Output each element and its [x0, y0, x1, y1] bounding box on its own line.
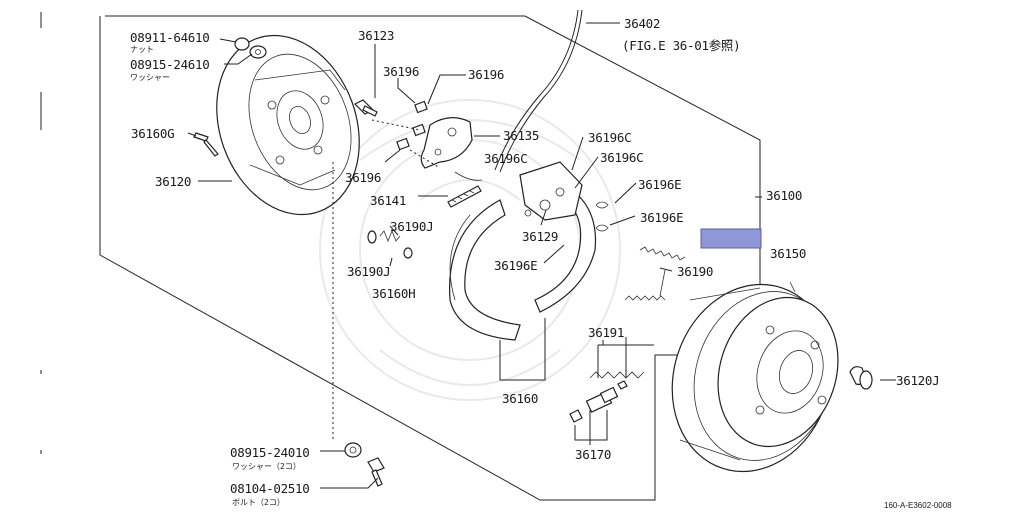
label-08915-24610[interactable]: 08915-24610: [130, 57, 210, 72]
label-36196-mid[interactable]: 36196: [345, 170, 381, 185]
guide-lines: [332, 119, 441, 440]
label-36120[interactable]: 36120: [155, 174, 191, 189]
label-08911-64610[interactable]: 08911-64610: [130, 30, 210, 45]
label-08915-24010[interactable]: 08915-24010: [230, 445, 310, 460]
label-36170[interactable]: 36170: [575, 447, 611, 462]
label-36191[interactable]: 36191: [588, 325, 624, 340]
label-36160[interactable]: 36160: [502, 391, 538, 406]
leader-lines: [187, 22, 896, 489]
nut-and-washer: [234, 37, 267, 59]
label-36150[interactable]: 36150: [770, 246, 806, 261]
spring-36190J: [367, 229, 413, 259]
label-36160G[interactable]: 36160G: [131, 126, 175, 141]
label-36141[interactable]: 36141: [370, 193, 406, 208]
label-36196E-a[interactable]: 36196E: [638, 177, 682, 192]
label-08915-sub: ワッシャー: [130, 73, 170, 82]
label-36190[interactable]: 36190: [677, 264, 713, 279]
label-36196C-c[interactable]: 36196C: [600, 150, 644, 165]
label-36196C-a[interactable]: 36196C: [588, 130, 632, 145]
assembly-outline: [99, 15, 761, 501]
label-36100[interactable]: 36100: [766, 188, 802, 203]
label-08104-02510-sub: ボルト（2コ）: [232, 498, 285, 507]
label-36190J-b[interactable]: 36190J: [347, 264, 391, 279]
lower-bolt-and-washer: [344, 442, 385, 487]
brake-shoes: [448, 161, 597, 341]
parking-cable: [494, 9, 583, 173]
label-08915-24010-sub: ワッシャー（2コ）: [232, 462, 301, 471]
label-36120J[interactable]: 36120J: [896, 373, 940, 388]
label-36196-top-right[interactable]: 36196: [468, 67, 504, 82]
label-36196E-c[interactable]: 36196E: [494, 258, 538, 273]
highlight-box[interactable]: [700, 228, 762, 249]
label-36196-top[interactable]: 36196: [383, 64, 419, 79]
label-36123[interactable]: 36123: [358, 28, 394, 43]
label-08104-02510[interactable]: 08104-02510: [230, 481, 310, 496]
label-36190J-a[interactable]: 36190J: [390, 219, 434, 234]
backing-plate: [216, 34, 360, 216]
label-36196C-b[interactable]: 36196C: [484, 151, 528, 166]
label-36135[interactable]: 36135: [503, 128, 539, 143]
springs: [589, 201, 686, 379]
footer-code: 160-A-E3602-0008: [884, 501, 952, 510]
brake-drum: [671, 281, 839, 473]
adjuster-lever: [420, 117, 483, 208]
label-fig-ref: (FIG.E 36-01参照): [622, 38, 740, 53]
label-36402[interactable]: 36402: [624, 16, 660, 31]
label-36129[interactable]: 36129: [522, 229, 558, 244]
wheel-cylinder: [569, 380, 628, 423]
part-labels: 08911-64610 ナット 08915-24610 ワッシャー 36123 …: [130, 16, 952, 510]
label-36196E-b[interactable]: 36196E: [640, 210, 684, 225]
plug-36120J: [849, 366, 873, 390]
small-fasteners: [193, 99, 428, 157]
label-36160H[interactable]: 36160H: [372, 286, 416, 301]
label-08911-sub: ナット: [130, 45, 154, 54]
